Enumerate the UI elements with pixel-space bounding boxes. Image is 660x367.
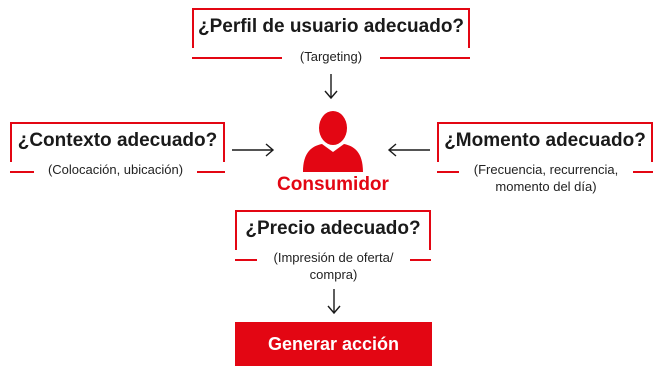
price-question: ¿Precio adecuado?	[245, 218, 421, 239]
context-detail: (Colocación, ubicación)	[34, 161, 197, 178]
price-box: ¿Precio adecuado?	[235, 210, 431, 250]
targeting-question: ¿Perfil de usuario adecuado?	[197, 16, 465, 37]
timing-detail-line1: (Frecuencia, recurrencia,	[473, 162, 619, 177]
arrow-down-bottom	[327, 289, 341, 315]
timing-box-border-left	[437, 171, 459, 173]
price-detail-line2: compra)	[309, 267, 358, 282]
targeting-detail: (Targeting)	[282, 48, 380, 65]
context-question: ¿Contexto adecuado?	[17, 130, 218, 151]
arrow-right-left	[232, 143, 275, 157]
context-box: ¿Contexto adecuado?	[10, 122, 225, 162]
price-box-border-right	[410, 259, 431, 261]
targeting-box-border-right	[380, 57, 470, 59]
timing-box-border-right	[633, 171, 653, 173]
targeting-box-border-left	[192, 57, 282, 59]
generate-action-button[interactable]: Generar acción	[235, 322, 432, 366]
timing-detail-line2: momento del día)	[495, 179, 597, 194]
context-box-border-right	[197, 171, 225, 173]
price-detail: (Impresión de oferta/ compra)	[257, 249, 410, 283]
timing-detail: (Frecuencia, recurrencia, momento del dí…	[459, 161, 633, 195]
price-box-border-left	[235, 259, 257, 261]
arrow-left-right	[387, 143, 430, 157]
timing-question: ¿Momento adecuado?	[444, 130, 646, 151]
price-detail-line1: (Impresión de oferta/	[273, 250, 394, 265]
person-icon	[303, 111, 363, 172]
arrow-down-top	[324, 74, 338, 100]
context-box-border-left	[10, 171, 34, 173]
consumer-label: Consumidor	[277, 174, 389, 195]
targeting-box: ¿Perfil de usuario adecuado?	[192, 8, 470, 48]
timing-box: ¿Momento adecuado?	[437, 122, 653, 162]
